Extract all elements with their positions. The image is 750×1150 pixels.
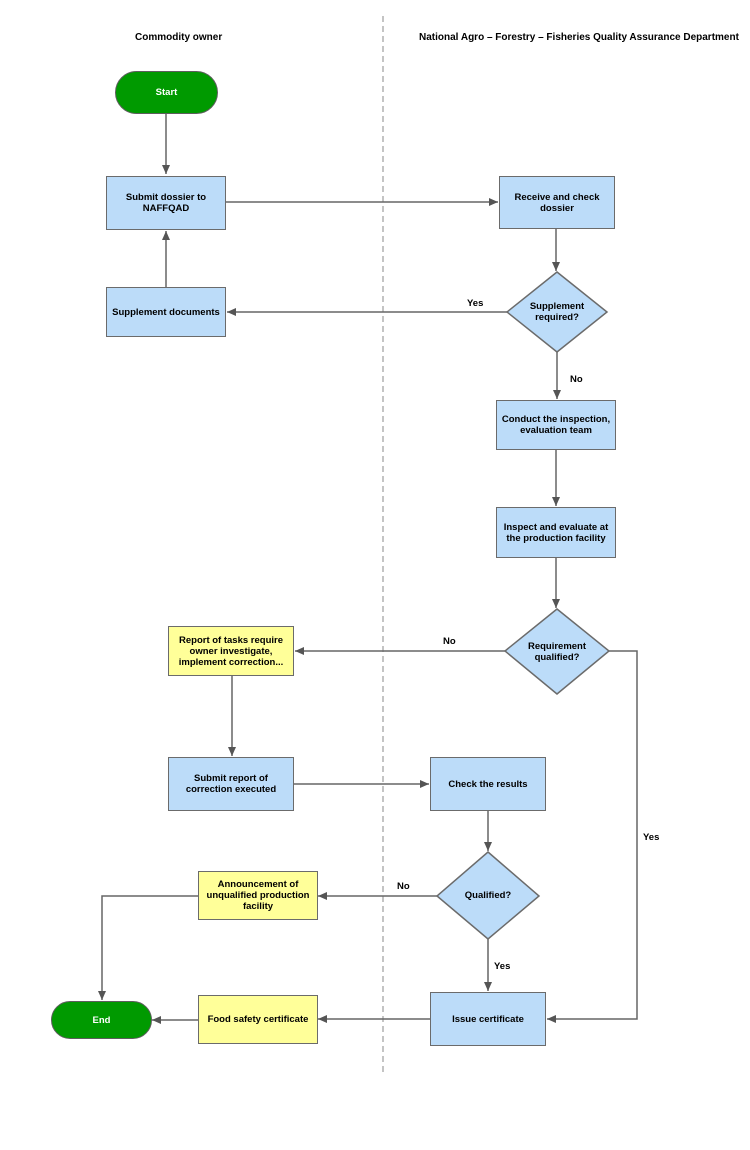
conduct-team-box[interactable]: Conduct the inspection, evaluation team: [496, 400, 616, 450]
end-node[interactable]: End: [51, 1001, 152, 1039]
edge-announcement-end: [98, 895, 198, 1000]
announcement-box[interactable]: Announcement of unqualified production f…: [198, 871, 318, 920]
inspect-evaluate-box[interactable]: Inspect and evaluate at the production f…: [496, 507, 616, 558]
edge-label-no-qualified: No: [397, 881, 410, 892]
edge-requirement-issue-yes: [547, 650, 638, 1023]
lane-title-owner: Commodity owner: [135, 32, 223, 43]
edge-label-no-supplement: No: [570, 374, 583, 385]
supplement-required-label[interactable]: Supplement required?: [529, 301, 585, 323]
submit-report-box[interactable]: Submit report of correction executed: [168, 757, 294, 811]
issue-certificate-box[interactable]: Issue certificate: [430, 992, 546, 1046]
requirement-qualified-label[interactable]: Requirement qualified?: [527, 641, 587, 663]
edge-label-yes-requirement: Yes: [643, 832, 660, 843]
diamond-requirement-qualified: [503, 608, 611, 695]
edge-label-yes-qualified: Yes: [494, 961, 511, 972]
qualified-label[interactable]: Qualified?: [464, 890, 512, 901]
receive-check-box[interactable]: Receive and check dossier: [499, 176, 615, 229]
submit-dossier-box[interactable]: Submit dossier to NAFFQAD: [106, 176, 226, 230]
lane-title-naffqad: National Agro – Forestry – Fisheries Qua…: [419, 32, 739, 43]
edge-label-yes-supplement: Yes: [467, 298, 484, 309]
food-safety-certificate-box[interactable]: Food safety certificate: [198, 995, 318, 1044]
supplement-documents-box[interactable]: Supplement documents: [106, 287, 226, 337]
report-tasks-box[interactable]: Report of tasks require owner investigat…: [168, 626, 294, 676]
start-node[interactable]: Start: [115, 71, 218, 114]
edge-label-no-requirement: No: [443, 636, 456, 647]
check-results-box[interactable]: Check the results: [430, 757, 546, 811]
